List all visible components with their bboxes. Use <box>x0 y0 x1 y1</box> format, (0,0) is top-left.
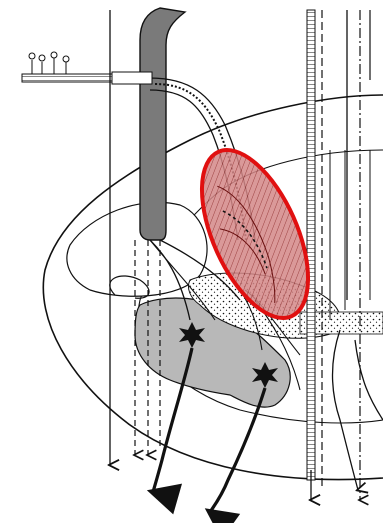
right-tract-ladder <box>307 10 315 480</box>
nerve-rootlet-icon <box>22 52 152 84</box>
